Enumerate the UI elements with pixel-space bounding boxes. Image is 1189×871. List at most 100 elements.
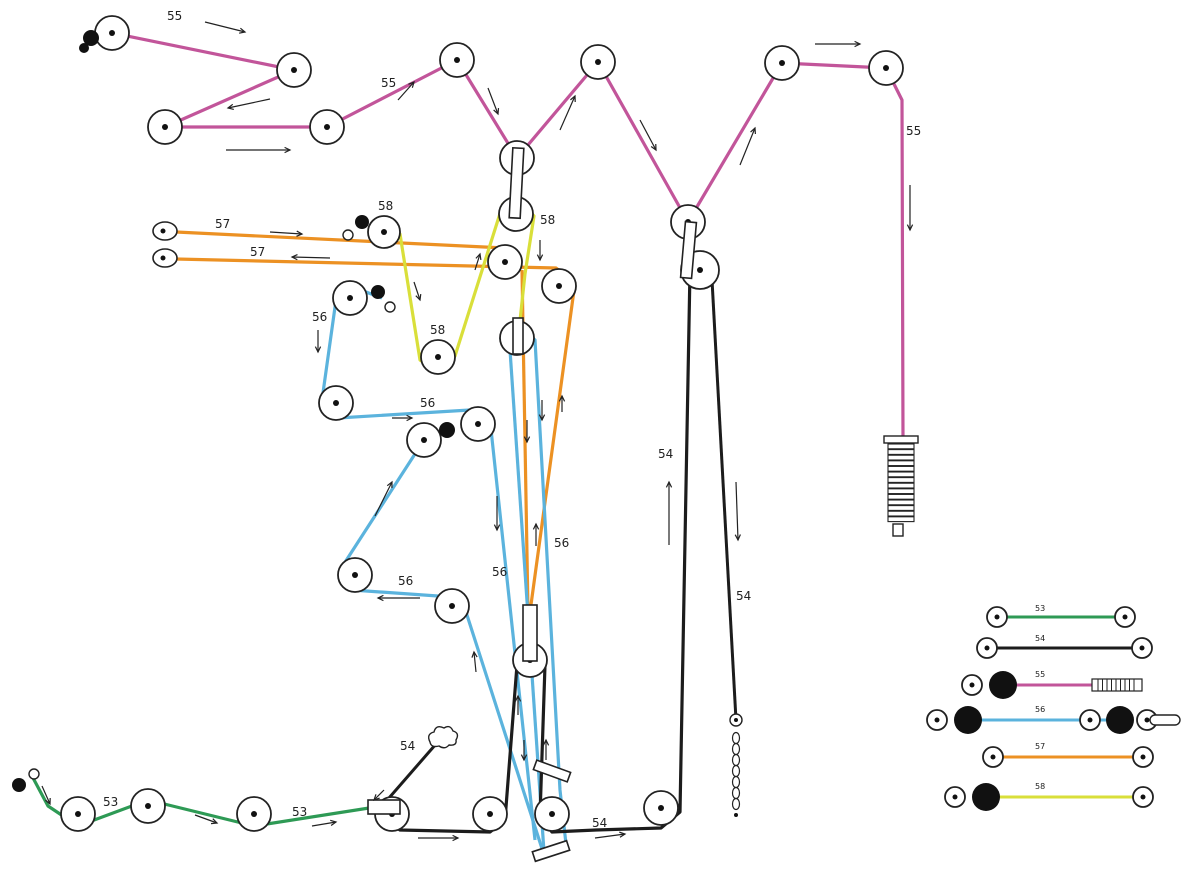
- direction-arrow-icon: [523, 420, 531, 444]
- pulley-icon: [472, 796, 508, 832]
- legend-entry-53: 53: [986, 604, 1136, 628]
- direction-arrow-icon: [269, 230, 304, 237]
- pulley-icon: [420, 339, 456, 375]
- pulley-icon: [276, 52, 312, 88]
- direction-arrow-icon: [474, 252, 482, 271]
- direction-arrow-icon: [226, 98, 271, 111]
- cable-55-label: 55: [167, 9, 182, 23]
- direction-arrow-icon: [536, 240, 544, 262]
- pulley-icon: [318, 385, 354, 421]
- pulley-group: [60, 15, 904, 832]
- direction-arrow-icon: [639, 119, 657, 152]
- direction-arrow-icon: [665, 480, 673, 545]
- bracket-bottom-right-link: [532, 759, 572, 783]
- direction-arrow-icon: [311, 819, 338, 827]
- direction-arrow-icon: [471, 650, 478, 673]
- pulley-icon: [309, 109, 345, 145]
- cable-54-label: 54: [736, 589, 751, 603]
- cable-54-label: 54: [658, 447, 673, 461]
- direction-arrow-icon: [204, 21, 247, 34]
- bracket-right-link: [679, 220, 698, 280]
- direction-arrow-icon: [194, 814, 219, 825]
- pulley-icon: [406, 422, 442, 458]
- small-eye-icon: [28, 768, 40, 780]
- pulley-icon: [580, 44, 616, 80]
- direction-arrow-icon: [815, 40, 862, 48]
- pulley-icon: [541, 268, 577, 304]
- pulley-icon: [130, 788, 166, 824]
- cable-54-label: 54: [400, 739, 415, 753]
- legend-label-58: 58: [1035, 782, 1045, 791]
- direction-arrow-icon: [373, 789, 385, 801]
- spring-icon: [883, 435, 919, 537]
- pulley-icon: [460, 406, 496, 442]
- legend-label-55: 55: [1035, 670, 1045, 679]
- pulley-icon: [868, 50, 904, 86]
- bracket-bottom-base: [531, 839, 571, 863]
- weight-icon: [83, 30, 99, 46]
- pulley-icon: [534, 796, 570, 832]
- cable-56-label: 56: [420, 396, 435, 410]
- pulley-icon: [764, 45, 800, 81]
- legend-entry-56: 56: [926, 705, 1181, 734]
- pulley-icon: [147, 109, 183, 145]
- direction-arrow-icon: [906, 185, 914, 232]
- direction-arrow-icon: [413, 281, 422, 302]
- cable-56-label: 56: [312, 310, 327, 324]
- pulley-icon: [332, 280, 368, 316]
- direction-arrow-icon: [226, 146, 292, 154]
- pulley-icon: [236, 796, 272, 832]
- pulley-icon: [439, 42, 475, 78]
- direction-arrow-icon: [314, 330, 322, 354]
- weight-icon: [12, 778, 26, 792]
- legend-entry-58: 58: [944, 782, 1154, 811]
- legend-label-54: 54: [1035, 634, 1045, 643]
- direction-arrow-icon: [739, 126, 756, 166]
- legend-entry-54: 54: [976, 634, 1153, 659]
- weight-icon: [371, 285, 385, 299]
- direction-arrow-icon: [532, 522, 540, 546]
- small-eye-icon: [384, 301, 396, 313]
- bracket-lower-link: [522, 604, 538, 662]
- pulley-icon: [337, 557, 373, 593]
- direction-arrow-icon: [374, 480, 393, 517]
- cable-56-lower-path: [338, 439, 547, 859]
- legend-label-53: 53: [1035, 604, 1045, 613]
- direction-arrow-icon: [418, 834, 460, 842]
- cable-58-path: [383, 198, 536, 374]
- cable-53-path: [30, 775, 383, 828]
- pulley-icon: [60, 796, 96, 832]
- direction-arrow-icon: [487, 87, 500, 116]
- pulley-icon: [94, 15, 130, 51]
- cable-54-label: 54: [592, 816, 607, 830]
- cable-55-label: 55: [906, 124, 921, 138]
- cable-57-label: 57: [250, 245, 265, 259]
- weight-icon: [79, 43, 89, 53]
- direction-arrow-icon: [734, 481, 741, 542]
- legend-entry-57: 57: [982, 742, 1154, 768]
- cable-55-label: 55: [381, 76, 396, 90]
- cable-56-label: 56: [554, 536, 569, 550]
- weight-icon: [355, 215, 369, 229]
- weight-icon: [439, 422, 455, 438]
- direction-arrow-icon: [520, 740, 528, 762]
- cable-57-end-eye-lower: [152, 248, 178, 268]
- direction-arrow-icon: [538, 400, 546, 422]
- direction-arrow-icon: [392, 414, 414, 422]
- small-eye-icon: [342, 229, 354, 241]
- direction-arrow-icon: [376, 594, 420, 602]
- cable-58-label: 58: [540, 213, 555, 227]
- pulley-icon: [643, 790, 679, 826]
- cable-54-top-path: [380, 743, 438, 807]
- cable-56-label: 56: [398, 574, 413, 588]
- cable-57-upper-path: [175, 230, 506, 250]
- cable-53-label: 53: [103, 795, 118, 809]
- direction-arrow-icon: [594, 831, 627, 839]
- cable-58-label: 58: [378, 199, 393, 213]
- direction-arrow-icon: [41, 785, 51, 806]
- anchor-cloud-icon: [427, 725, 459, 749]
- legend-label-56: 56: [1035, 705, 1045, 714]
- direction-arrow-icon: [397, 80, 415, 101]
- direction-arrow-icon: [559, 94, 576, 131]
